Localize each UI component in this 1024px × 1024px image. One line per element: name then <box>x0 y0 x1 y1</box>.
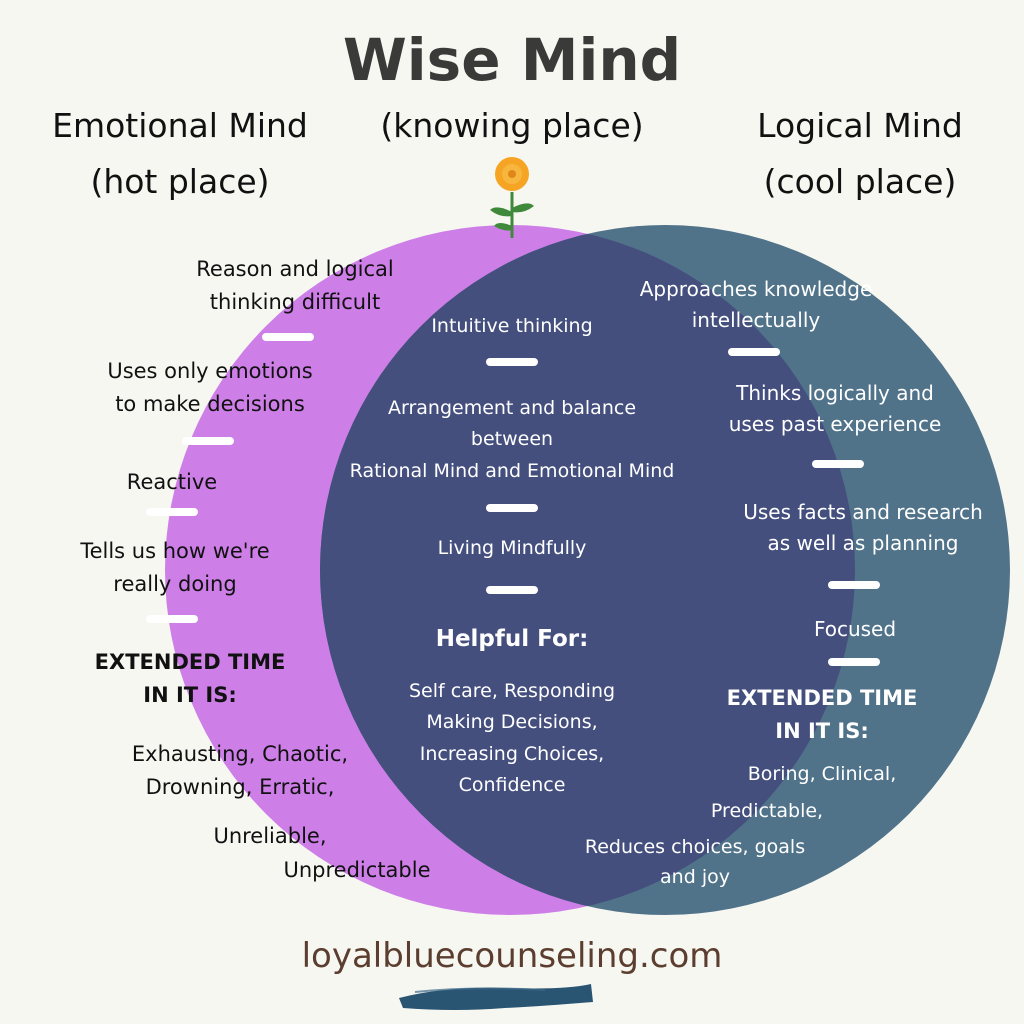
wise-item: Living Mindfully <box>437 537 587 559</box>
website-footer: loyalbluecounseling.com <box>301 936 723 976</box>
wise-divider <box>486 504 538 512</box>
page-title: Wise Mind <box>342 26 682 94</box>
logical-divider <box>828 581 880 589</box>
logical-extended-heading: EXTENDED TIME IN IT IS: <box>726 686 918 743</box>
logical-item: Thinks logically and uses past experienc… <box>728 381 942 436</box>
logical-divider <box>728 348 780 356</box>
logical-extended-item: Reduces choices, goals and joy <box>584 836 806 889</box>
emotional-extended-item: Unpredictable <box>283 858 431 882</box>
emotional-item: Reason and logical thinking difficult <box>196 257 394 314</box>
emotional-divider <box>146 508 198 516</box>
logical-item: Focused <box>813 617 897 641</box>
emotional-mind-heading: Emotional Mind (hot place) <box>52 106 308 202</box>
logical-item: Approaches knowledge intellectually <box>639 277 873 332</box>
wise-item: Intuitive thinking <box>431 315 593 337</box>
logical-divider <box>828 658 880 666</box>
wise-item: Arrangement and balance between Rational… <box>349 397 675 482</box>
emotional-extended-heading: EXTENDED TIME IN IT IS: <box>94 650 286 707</box>
logical-extended-item: Predictable, <box>710 800 824 822</box>
emotional-item: Uses only emotions to make decisions <box>107 359 313 416</box>
wise-helpful-heading: Helpful For: <box>435 626 589 652</box>
logical-divider <box>812 460 864 468</box>
orange-flower-icon <box>490 157 534 238</box>
emotional-divider <box>146 615 198 623</box>
emotional-divider <box>182 437 234 445</box>
wise-mind-heading: (knowing place) <box>380 106 644 145</box>
emotional-divider <box>262 333 314 341</box>
wise-helpful-items: Self care, Responding Making Decisions, … <box>408 680 616 797</box>
emotional-extended-item: Unreliable, <box>213 824 327 848</box>
emotional-item: Reactive <box>126 470 218 494</box>
brush-stroke-icon <box>399 984 593 1010</box>
logical-item: Uses facts and research as well as plann… <box>743 500 983 555</box>
wise-divider <box>486 586 538 594</box>
wise-divider <box>486 358 538 366</box>
logical-mind-heading: Logical Mind (cool place) <box>757 106 963 202</box>
emotional-extended-item: Exhausting, Chaotic, Drowning, Erratic, <box>131 742 349 799</box>
logical-extended-item: Boring, Clinical, <box>747 763 897 785</box>
emotional-item: Tells us how we're really doing <box>80 539 270 596</box>
